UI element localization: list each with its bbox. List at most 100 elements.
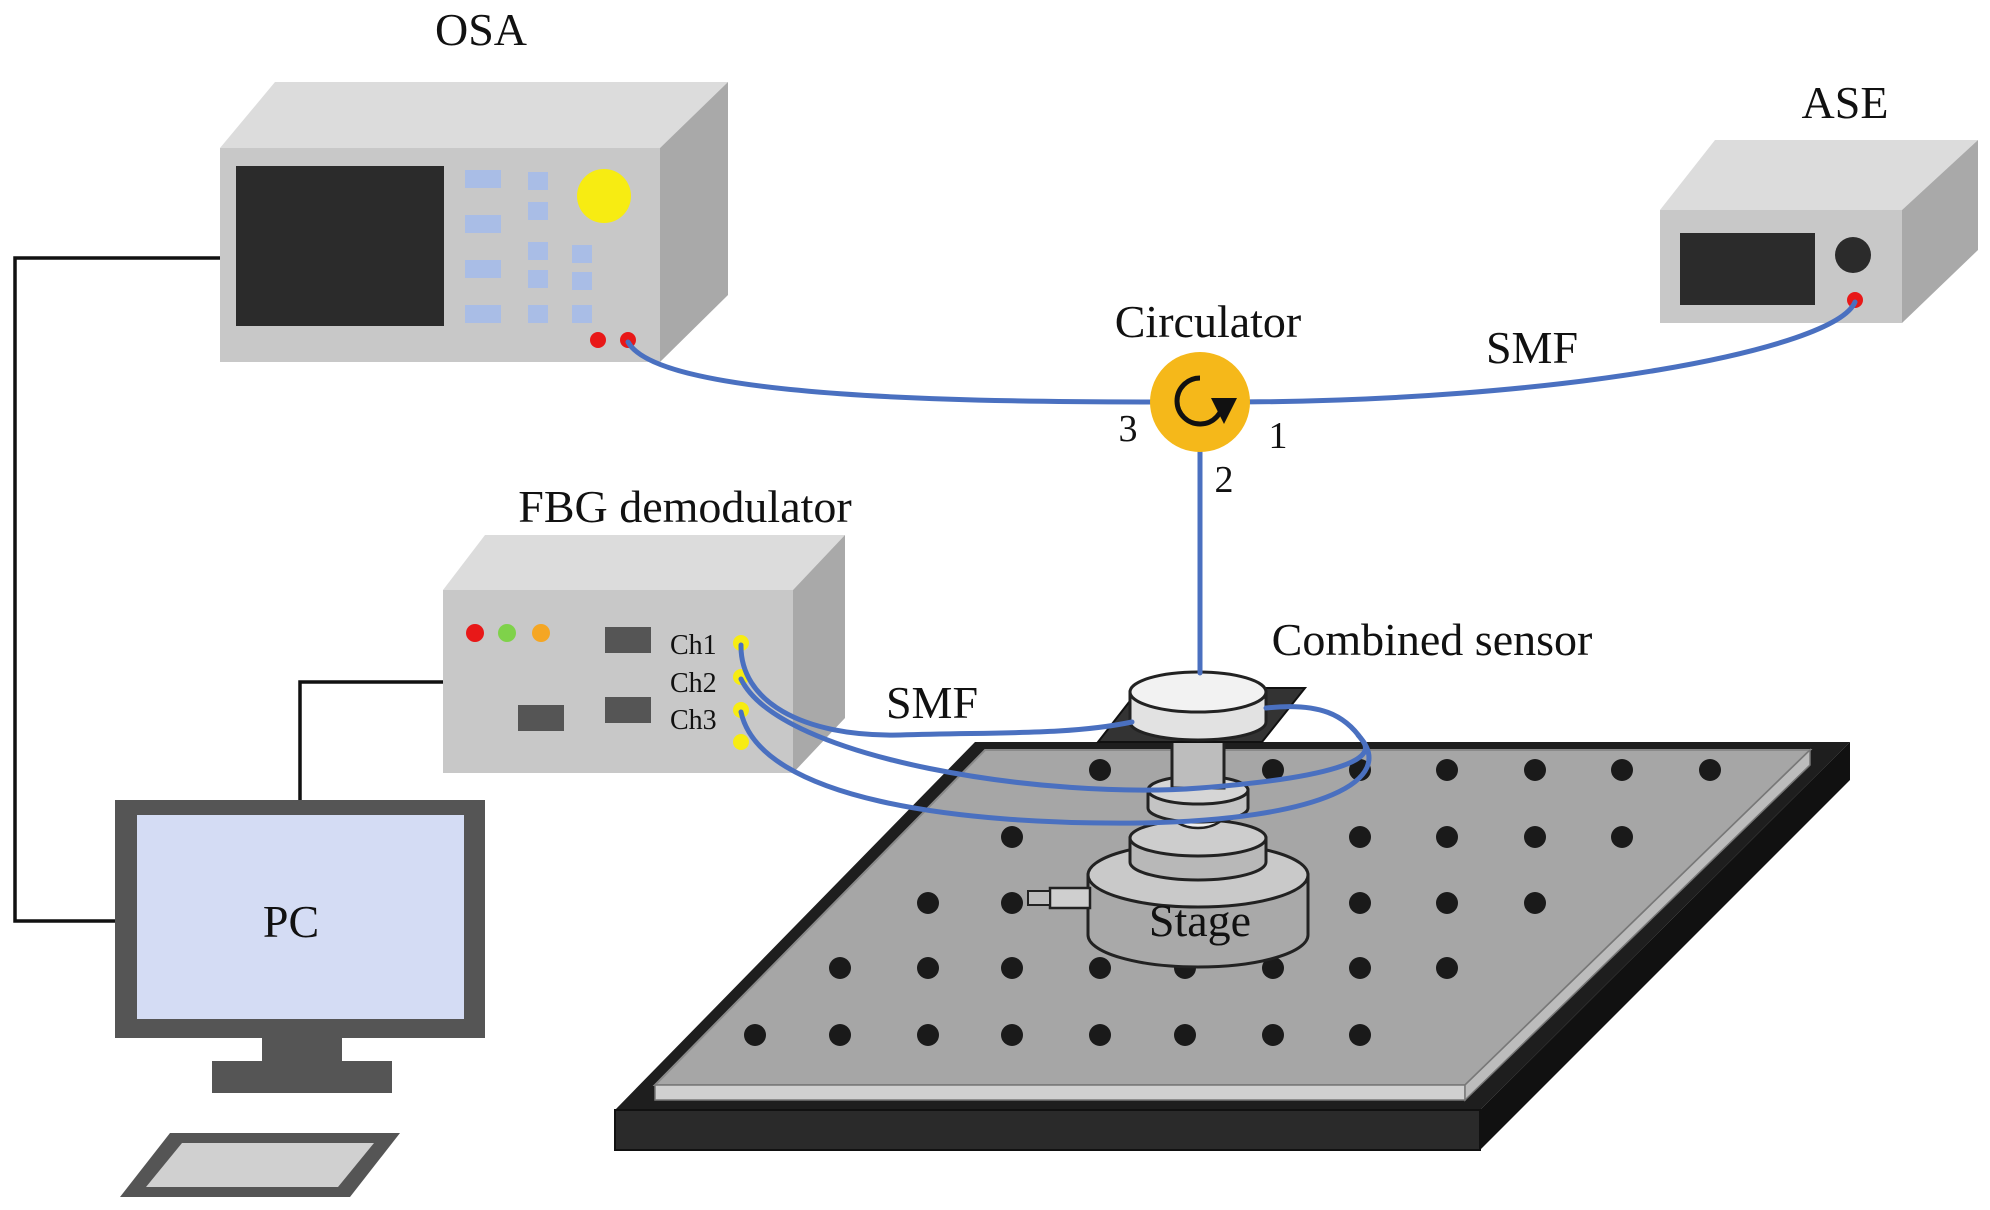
ase-side bbox=[1902, 140, 1978, 323]
table-mounting-holes bbox=[744, 759, 1721, 1046]
port-2-label: 2 bbox=[1215, 459, 1234, 501]
table-hole bbox=[1262, 759, 1284, 781]
osa-button bbox=[572, 272, 592, 290]
stage-assembly bbox=[1027, 670, 1310, 969]
osa-button bbox=[528, 305, 548, 323]
channel-3-label: Ch3 bbox=[670, 705, 717, 736]
circulator-arrow-icon bbox=[1174, 375, 1226, 427]
osa-button bbox=[528, 202, 548, 220]
fbg-led-orange bbox=[532, 624, 550, 642]
pc-keyboard-inner bbox=[146, 1143, 374, 1187]
table-hole bbox=[1436, 759, 1458, 781]
circulator bbox=[1150, 352, 1250, 452]
fiber-ch1-to-sensor bbox=[738, 642, 1135, 738]
osa-instrument bbox=[220, 82, 728, 362]
table-top-edge bbox=[654, 1084, 1466, 1101]
osa-button bbox=[465, 305, 501, 323]
table-hole bbox=[1524, 892, 1546, 914]
osa-button-grid bbox=[465, 170, 592, 323]
fbg-demodulator-top bbox=[443, 535, 845, 590]
fiber-ase-to-circulator bbox=[1222, 299, 1858, 405]
osa-button bbox=[465, 170, 501, 188]
osa-top bbox=[220, 82, 728, 148]
circulator-arrowhead-icon bbox=[1211, 398, 1237, 424]
table-hole bbox=[1089, 1024, 1111, 1046]
table-hole bbox=[829, 1024, 851, 1046]
table-hole bbox=[1349, 957, 1371, 979]
ase-source bbox=[1660, 140, 1978, 323]
table-hole bbox=[1349, 1024, 1371, 1046]
osa-knob bbox=[577, 169, 631, 223]
data-cables bbox=[13, 256, 443, 923]
pc-monitor-screen bbox=[137, 815, 464, 1019]
ase-top bbox=[1660, 140, 1978, 210]
table-hole bbox=[1174, 1024, 1196, 1046]
osa-label: OSA bbox=[435, 4, 527, 55]
table-hole bbox=[1524, 759, 1546, 781]
ase-knob bbox=[1835, 237, 1871, 273]
circulator-label: Circulator bbox=[1115, 296, 1302, 347]
osa-button bbox=[465, 260, 501, 278]
table-hole bbox=[744, 1024, 766, 1046]
table-hole bbox=[1262, 1024, 1284, 1046]
circulator-body bbox=[1150, 352, 1250, 452]
stage-knob-tip bbox=[1027, 890, 1051, 906]
fiber-osa-to-circulator bbox=[625, 339, 1178, 405]
osa-screen bbox=[236, 166, 444, 326]
table-hole bbox=[1089, 957, 1111, 979]
osa-button bbox=[528, 270, 548, 288]
fbg-display-1 bbox=[605, 627, 651, 653]
combined-sensor-top bbox=[1128, 670, 1268, 714]
table-base-side bbox=[1480, 742, 1850, 1150]
port-3-label: 3 bbox=[1119, 408, 1138, 450]
ase-display bbox=[1680, 233, 1815, 305]
osa-side bbox=[660, 82, 728, 362]
stage-neck bbox=[1170, 738, 1226, 790]
pc-monitor-base bbox=[212, 1061, 392, 1093]
fbg-demodulator: Ch1 Ch2 Ch3 bbox=[443, 535, 845, 773]
channel-1-label: Ch1 bbox=[670, 630, 717, 661]
table-hole bbox=[1001, 1024, 1023, 1046]
table-hole bbox=[1611, 759, 1633, 781]
table-hole bbox=[1262, 957, 1284, 979]
table-hole bbox=[1089, 759, 1111, 781]
table-hole bbox=[1001, 957, 1023, 979]
fbg-demodulator-label: FBG demodulator bbox=[518, 481, 851, 532]
ase-label: ASE bbox=[1802, 77, 1889, 128]
osa-button bbox=[465, 215, 501, 233]
channel-2-label: Ch2 bbox=[670, 668, 717, 699]
osa-button bbox=[572, 305, 592, 323]
table-hole bbox=[1524, 826, 1546, 848]
table-hole bbox=[1436, 826, 1458, 848]
optical-fibers bbox=[625, 299, 1858, 826]
table-hole bbox=[1436, 957, 1458, 979]
table-hole bbox=[917, 957, 939, 979]
fiber-ch3-to-sensor bbox=[738, 709, 1372, 826]
table-hole bbox=[1436, 892, 1458, 914]
port-1-label: 1 bbox=[1269, 415, 1288, 457]
stage-label: Stage bbox=[1149, 895, 1251, 946]
table-hole bbox=[1001, 826, 1023, 848]
pc-monitor-neck bbox=[262, 1038, 342, 1063]
table-hole bbox=[1611, 826, 1633, 848]
smf-label-top: SMF bbox=[1486, 322, 1578, 373]
osa-to-pc-cable bbox=[13, 256, 220, 923]
table-hole bbox=[1699, 759, 1721, 781]
fbg-led-green bbox=[498, 624, 516, 642]
table-hole bbox=[917, 1024, 939, 1046]
osa-button bbox=[572, 245, 592, 263]
fbg-display-3 bbox=[518, 705, 564, 731]
fiber-ch2-to-sensor bbox=[738, 676, 1368, 793]
osa-button bbox=[528, 242, 548, 260]
channel-4-port bbox=[733, 734, 749, 750]
table-top-side-edge bbox=[1464, 748, 1811, 1102]
fbg-to-pc-cable bbox=[298, 680, 443, 800]
table-hole bbox=[829, 957, 851, 979]
table-base-front bbox=[614, 1109, 1481, 1151]
fbg-led-red bbox=[466, 624, 484, 642]
labels: OSA ASE Circulator SMF 1 2 3 FBG demodul… bbox=[435, 4, 1888, 946]
table-hole bbox=[1349, 826, 1371, 848]
stage-knob bbox=[1048, 886, 1092, 910]
table-hole bbox=[1349, 892, 1371, 914]
osa-port-1 bbox=[590, 332, 606, 348]
